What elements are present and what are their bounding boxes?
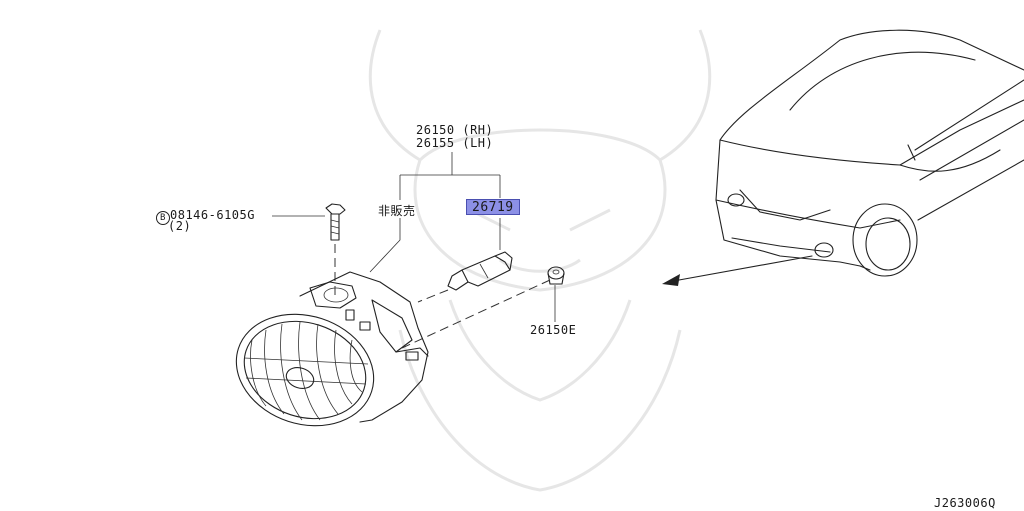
callout-lines: [272, 152, 556, 322]
label-26150-rh: 26150 (RH): [416, 123, 494, 137]
label-not-for-sale: 非販売: [378, 204, 416, 218]
bolt-drawing: [325, 203, 346, 300]
car-drawing: [662, 29, 1024, 286]
bolt-part-number: 08146-6105G: [170, 208, 255, 222]
label-26150e: 26150E: [530, 323, 577, 337]
watermark-helmet: [368, 29, 712, 492]
diagram-code: J263006Q: [934, 496, 996, 510]
grommet-drawing: [401, 266, 565, 349]
label-bolt-qty: (2): [168, 219, 192, 233]
label-26155-lh: 26155 (LH): [416, 136, 494, 150]
bulb-drawing: [417, 251, 513, 303]
fog-lamp-drawing: [235, 271, 429, 427]
label-26719-highlighted[interactable]: 26719: [466, 199, 520, 215]
bolt-prefix-circle-icon: B: [156, 211, 170, 225]
